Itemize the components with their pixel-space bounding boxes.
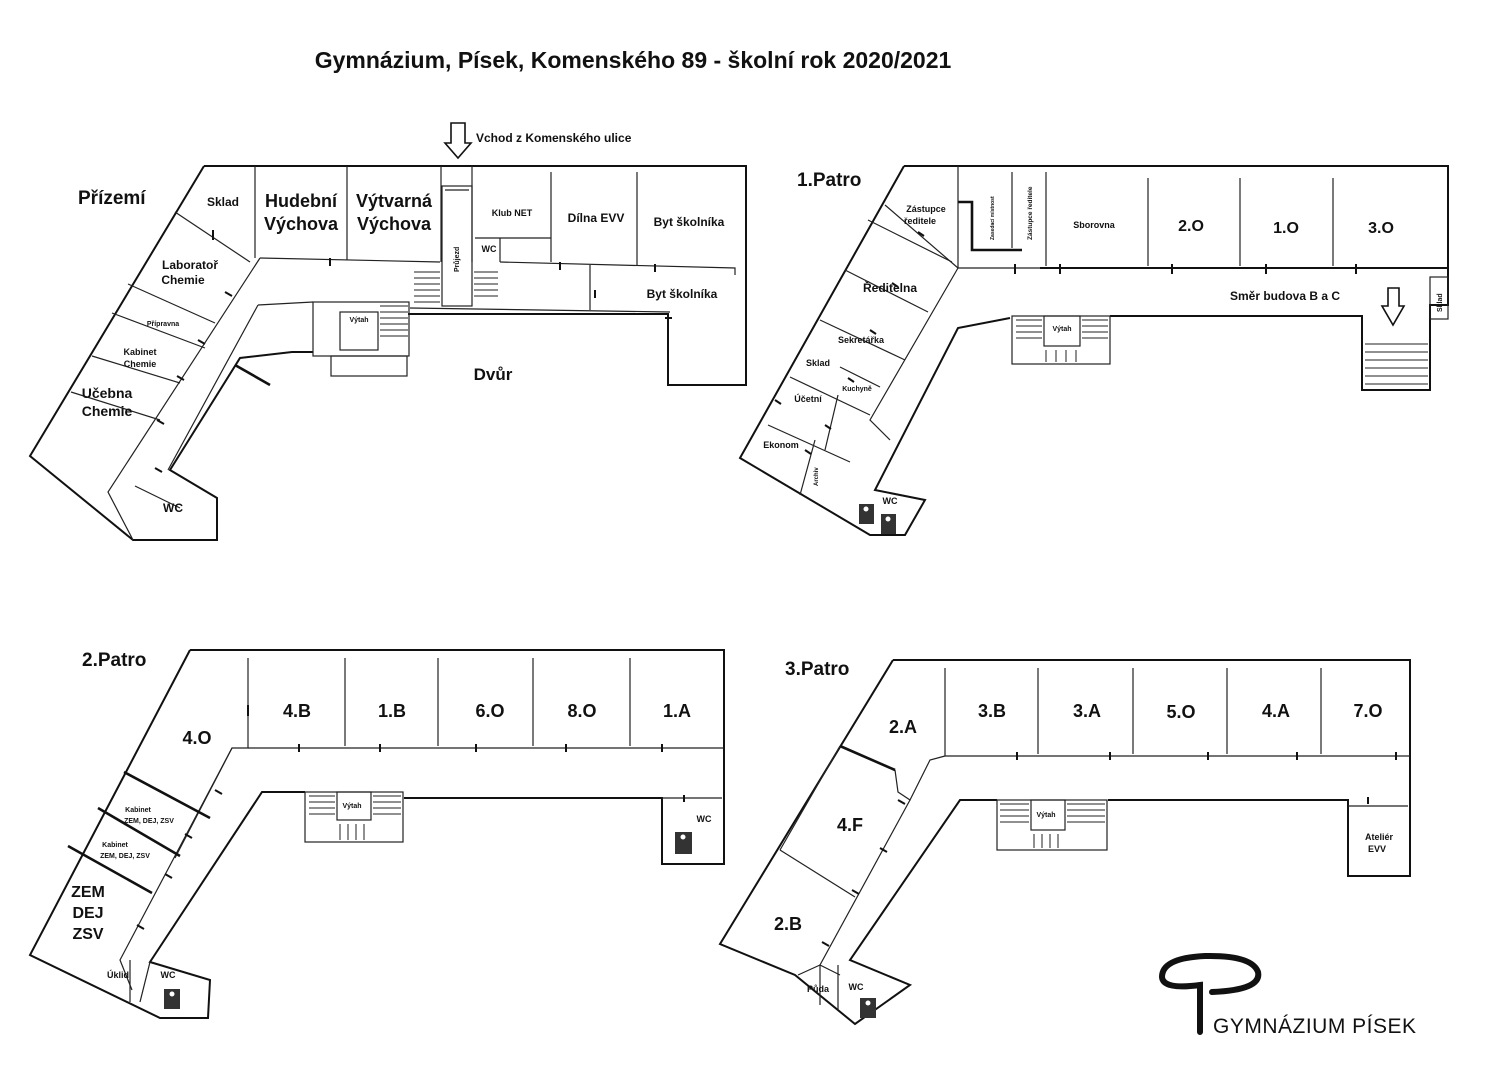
third-wc: WC: [849, 982, 864, 992]
second-kabinet-1a: Kabinet: [125, 807, 151, 814]
ground-floor-plan: Přízemí: [28, 165, 747, 541]
ground-laborator-2: Chemie: [161, 273, 205, 287]
ground-klub-net: Klub NET: [492, 208, 533, 218]
second-floor-plan: 2.Patro: [28, 649, 725, 1019]
ground-wc-small: WC: [482, 244, 497, 254]
first-room-3o: 3.O: [1368, 220, 1394, 237]
first-sklad: Sklad: [806, 358, 830, 368]
gp-logo-icon: [1158, 952, 1262, 1035]
logo-text: GYMNÁZIUM PÍSEK: [1213, 1015, 1417, 1038]
ground-ucebna-1: Učebna: [82, 385, 133, 401]
second-room-6o: 6.O: [475, 701, 504, 721]
second-room-1b: 1.B: [378, 701, 406, 721]
ground-dvur: Dvůr: [474, 365, 513, 384]
third-room-2b: 2.B: [774, 914, 802, 934]
first-floor-plan: 1.Patro: [738, 165, 1449, 536]
wc-icon: [859, 504, 896, 534]
first-ekonom: Ekonom: [763, 440, 799, 450]
first-ucetni: Účetní: [794, 393, 822, 404]
third-atelier-2: EVV: [1368, 844, 1386, 854]
second-wc: WC: [161, 970, 176, 980]
ground-byt-skolnika-2: Byt školníka: [647, 287, 718, 301]
ground-floor-heading: Přízemí: [78, 188, 146, 209]
second-kabinet-2a: Kabinet: [102, 842, 128, 849]
second-room-8o: 8.O: [567, 701, 596, 721]
first-reditelna: Ředitelna: [863, 280, 917, 295]
ground-sklad: Sklad: [207, 195, 239, 209]
first-zastupce-vert: Zástupce ředitele: [1027, 186, 1034, 240]
second-vytah: Výtah: [342, 803, 361, 810]
ground-dilna-evv: Dílna EVV: [568, 211, 625, 225]
third-atelier-1: Ateliér: [1365, 832, 1394, 842]
direction-arrow-icon: [1380, 287, 1406, 327]
wc-icon: [164, 832, 692, 1009]
second-zem: ZEM: [71, 884, 105, 901]
ground-byt-skolnika-1: Byt školníka: [654, 215, 725, 229]
entrance-label: Vchod z Komenského ulice: [476, 131, 632, 145]
first-zasedaci: Zasedací místnost: [990, 196, 996, 240]
first-vytah: Výtah: [1052, 326, 1071, 333]
third-room-5o: 5.O: [1166, 702, 1195, 722]
second-room-4o: 4.O: [182, 728, 211, 748]
ground-hudebni-2: Výchova: [264, 214, 339, 234]
third-room-7o: 7.O: [1353, 701, 1382, 721]
first-zastupce-1: Zástupce: [906, 204, 946, 214]
second-kabinet-2b: ZEM, DEJ, ZSV: [100, 853, 150, 860]
ground-pripravna: Přípravna: [147, 321, 179, 328]
second-dej: DEJ: [72, 905, 103, 922]
third-room-3a: 3.A: [1073, 701, 1101, 721]
second-uklid: Úklid: [107, 969, 129, 980]
third-room-3b: 3.B: [978, 701, 1006, 721]
first-sklad-right: Sklad: [1437, 293, 1444, 312]
first-sekretarka: Sekretářka: [838, 335, 885, 345]
ground-vytvarna-1: Výtvarná: [356, 191, 433, 211]
wc-icon: [860, 998, 876, 1018]
third-room-2a: 2.A: [889, 717, 917, 737]
ground-ucebna-2: Chemie: [82, 403, 133, 419]
ground-wc: WC: [163, 501, 183, 515]
first-floor-heading: 1.Patro: [797, 170, 861, 191]
second-room-4b: 4.B: [283, 701, 311, 721]
second-room-1a: 1.A: [663, 701, 691, 721]
first-archiv: Archiv: [814, 467, 820, 486]
ground-kabinet-1: Kabinet: [123, 347, 156, 357]
second-kabinet-1b: ZEM, DEJ, ZSV: [124, 818, 174, 825]
ground-kabinet-2: Chemie: [124, 359, 157, 369]
entrance-arrow-icon: [443, 122, 473, 160]
ground-pruejzd: Průjezd: [453, 247, 461, 272]
second-floor-heading: 2.Patro: [82, 650, 146, 671]
third-room-4f: 4.F: [837, 815, 863, 835]
first-sborovna: Sborovna: [1073, 220, 1116, 230]
first-smer: Směr budova B a C: [1230, 289, 1340, 303]
third-puda: Půda: [807, 984, 830, 994]
page-title: Gymnázium, Písek, Komenského 89 - školní…: [315, 47, 952, 73]
second-wc-right: WC: [697, 814, 712, 824]
third-vytah: Výtah: [1036, 812, 1055, 819]
first-room-2o: 2.O: [1178, 218, 1204, 235]
ground-laborator-1: Laboratoř: [162, 258, 218, 272]
ground-vytah: Výtah: [349, 317, 368, 324]
third-room-4a: 4.A: [1262, 701, 1290, 721]
ground-hudebni-1: Hudební: [265, 191, 338, 211]
first-wc: WC: [883, 496, 898, 506]
third-floor-heading: 3.Patro: [785, 659, 849, 680]
first-room-1o: 1.O: [1273, 220, 1299, 237]
second-zsv: ZSV: [72, 926, 103, 943]
ground-vytvarna-2: Výchova: [357, 214, 432, 234]
first-kuchyne: Kuchyně: [842, 386, 872, 393]
first-zastupce-2: ředitele: [904, 216, 936, 226]
third-floor-plan: 3.Patro: [718, 659, 1411, 1026]
